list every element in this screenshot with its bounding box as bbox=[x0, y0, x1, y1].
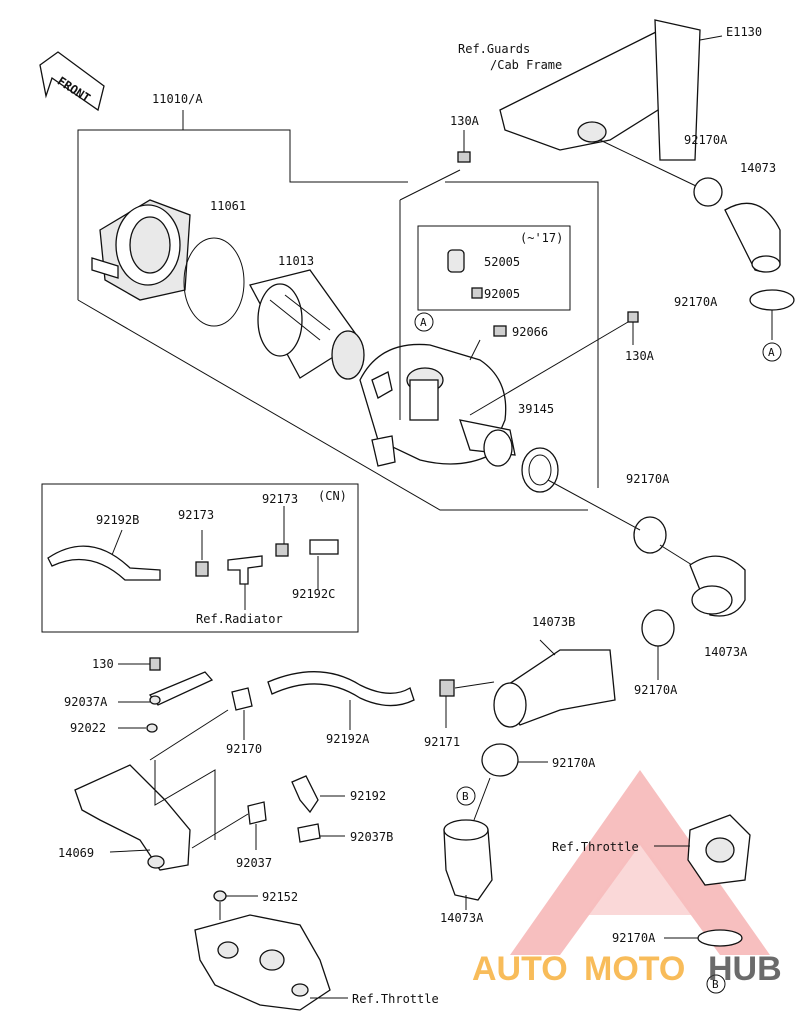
clamp-92170A-2 bbox=[749, 289, 795, 340]
callout-11010A: 11010/A bbox=[152, 92, 203, 106]
throttle-body-ref bbox=[687, 814, 751, 947]
duct-14073B bbox=[493, 639, 616, 728]
callout-92152: 92152 bbox=[262, 890, 298, 904]
callout-E1130: E1130 bbox=[726, 25, 762, 39]
ref-letter-a2: A bbox=[768, 346, 775, 359]
callout-cab-frame: /Cab Frame bbox=[490, 58, 562, 72]
clamp-92170 bbox=[149, 687, 253, 761]
group-bracket-11010A bbox=[77, 110, 599, 511]
callout-92171: 92171 bbox=[424, 735, 460, 749]
callout-92192: 92192 bbox=[350, 789, 386, 803]
bolt-130 bbox=[118, 657, 161, 671]
callout-note-17: (~'17) bbox=[520, 231, 563, 245]
watermark-auto: AUTO bbox=[472, 950, 568, 988]
callout-92170A-4: 92170A bbox=[634, 683, 678, 697]
cab-frame-ref bbox=[499, 19, 723, 161]
callout-39145: 39145 bbox=[518, 402, 554, 416]
callout-14073A-2: 14073A bbox=[440, 911, 484, 925]
duct-14073A-upper bbox=[689, 555, 746, 617]
callout-92005: 92005 bbox=[484, 287, 520, 301]
bolt-130A-mid bbox=[469, 311, 639, 416]
duct-14073 bbox=[724, 202, 781, 273]
callout-92037B: 92037B bbox=[350, 830, 393, 844]
clamp-92170A-5 bbox=[481, 743, 548, 777]
callout-92192B: 92192B bbox=[96, 513, 139, 527]
ref-circle-b2 bbox=[706, 974, 726, 994]
ref-circle-b1 bbox=[456, 786, 476, 806]
bracket-92037A bbox=[118, 671, 214, 706]
ref-letter-b1: B bbox=[462, 790, 469, 803]
callout-92170A-5: 92170A bbox=[552, 756, 596, 770]
bolt-130A-top bbox=[399, 130, 471, 420]
callout-11061: 11061 bbox=[210, 199, 246, 213]
ref-letter-a1: A bbox=[420, 316, 427, 329]
callout-cn: (CN) bbox=[318, 489, 347, 503]
clamp-39145 bbox=[521, 447, 559, 493]
callout-130A-top: 130A bbox=[450, 114, 480, 128]
callout-ref-guards: Ref.Guards bbox=[458, 42, 530, 56]
callout-92170A-3: 92170A bbox=[626, 472, 670, 486]
callout-130A-mid: 130A bbox=[625, 349, 655, 363]
callout-ref-throttle-right: Ref.Throttle bbox=[552, 840, 639, 854]
callout-92037A: 92037A bbox=[64, 695, 108, 709]
callout-92037: 92037 bbox=[236, 856, 272, 870]
watermark-text: AUTO MOTO HUB bbox=[472, 950, 782, 988]
elbow-92192 bbox=[291, 775, 345, 814]
callout-52005: 52005 bbox=[484, 255, 520, 269]
mount-bracket-14069 bbox=[74, 760, 216, 871]
callout-92170A-2: 92170A bbox=[674, 295, 718, 309]
callout-14069: 14069 bbox=[58, 846, 94, 860]
ref-letter-b2: B bbox=[712, 978, 719, 991]
callout-11013: 11013 bbox=[278, 254, 314, 268]
callout-130: 130 bbox=[92, 657, 114, 671]
callout-92192A: 92192A bbox=[326, 732, 370, 746]
callout-ref-throttle-lower: Ref.Throttle bbox=[352, 992, 439, 1006]
callout-92173-2: 92173 bbox=[262, 492, 298, 506]
callout-92170A-1: 92170A bbox=[684, 133, 728, 147]
callout-92022: 92022 bbox=[70, 721, 106, 735]
clamp-92170A-3 bbox=[547, 479, 701, 571]
washer-92152 bbox=[213, 890, 258, 920]
air-cleaner-case bbox=[359, 343, 516, 467]
callout-92173-1: 92173 bbox=[178, 508, 214, 522]
washer-92022 bbox=[118, 723, 158, 733]
clamp-92171 bbox=[439, 679, 495, 728]
watermark-moto: MOTO bbox=[584, 950, 685, 988]
clamp-92037B bbox=[297, 823, 345, 843]
fitting-92066 bbox=[469, 325, 507, 361]
callout-92066: 92066 bbox=[512, 325, 548, 339]
year-note-box bbox=[417, 225, 571, 311]
watermark-logo bbox=[510, 770, 770, 955]
callout-92192C: 92192C bbox=[292, 587, 335, 601]
clamp-92170A-1 bbox=[599, 139, 723, 207]
callout-14073: 14073 bbox=[740, 161, 776, 175]
callout-14073A-1: 14073A bbox=[704, 645, 748, 659]
hose-92192A bbox=[267, 671, 415, 730]
o-ring-11061 bbox=[183, 237, 245, 327]
cn-variant-box bbox=[41, 483, 359, 633]
ref-circle-a2 bbox=[762, 342, 782, 362]
callout-14073B: 14073B bbox=[532, 615, 575, 629]
air-cleaner-cover bbox=[91, 199, 191, 301]
throttle-body-lower-ref bbox=[194, 914, 348, 1011]
clamp-92170A-4 bbox=[641, 609, 675, 680]
clamp-92037 bbox=[191, 801, 267, 850]
watermark-hub: HUB bbox=[708, 950, 782, 988]
callout-92170: 92170 bbox=[226, 742, 262, 756]
callout-92170A-6: 92170A bbox=[612, 931, 656, 945]
front-arrow-icon: FRONT bbox=[39, 51, 105, 112]
duct-14073A-lower bbox=[443, 777, 493, 910]
ref-circle-a1 bbox=[414, 312, 434, 332]
callout-ref-radiator: Ref.Radiator bbox=[196, 612, 283, 626]
air-filter-element-11013 bbox=[249, 269, 365, 380]
